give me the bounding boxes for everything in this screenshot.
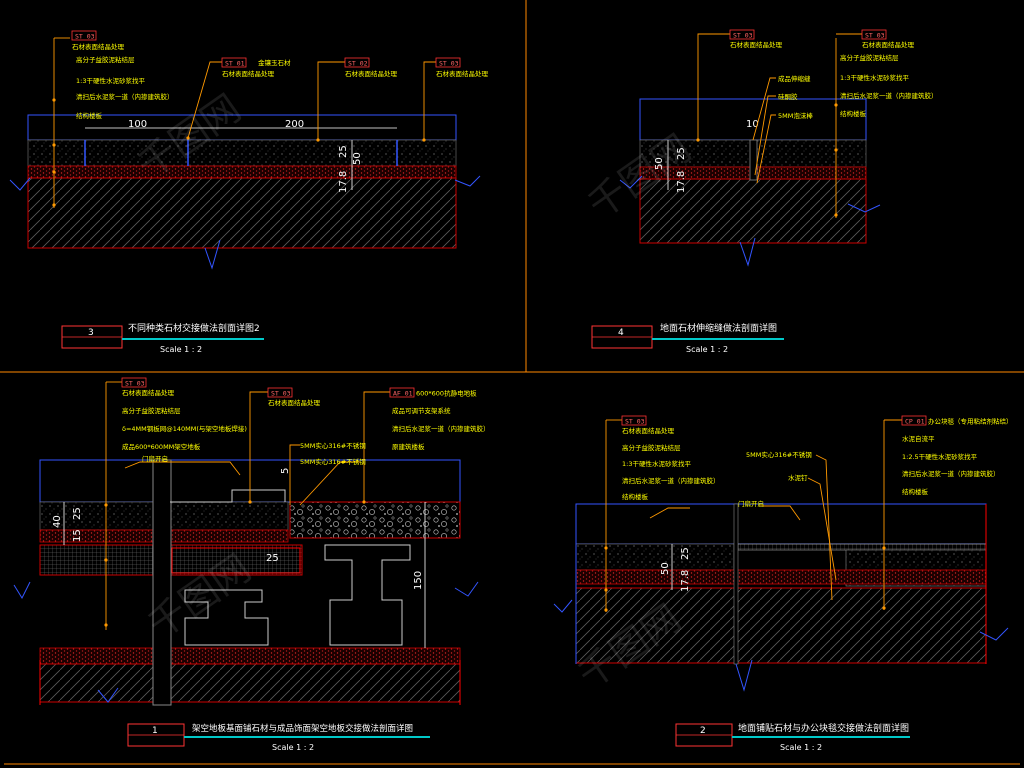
mid-note-2: 硅酮胶 <box>778 92 798 101</box>
tag-st03-a: ST 03 <box>75 33 95 41</box>
dim-10: 10 <box>746 119 759 130</box>
dim-17-8: 17.8 <box>680 570 691 592</box>
detail-title: 架空地板基面铺石材与成品饰面架空地板交接做法剖面详图 <box>192 723 413 734</box>
mid-note-3: 5MM泡沫棒 <box>778 111 813 120</box>
layer-4: 结构楼板 <box>76 111 103 120</box>
detail-number: 4 <box>618 328 624 338</box>
tag-st03-b: ST 03 <box>865 32 885 40</box>
mid-note-1: 5MM实心316#不锈钢 <box>746 450 812 459</box>
tag-st03-b: ST 03 <box>271 390 291 398</box>
side-note: 门扇开启 <box>738 499 764 508</box>
layer-3: 清扫后水泥浆一道（内掺建筑胶） <box>840 91 938 100</box>
detail-scale: Scale 1 : 2 <box>272 743 314 752</box>
tag-note-b: 石材表面结晶处理 <box>268 398 321 407</box>
dim-25: 25 <box>338 145 349 158</box>
tag-note-d: 石材表面结晶处理 <box>436 69 489 78</box>
dim-5: 5 <box>280 468 291 474</box>
layer-left-4: 结构楼板 <box>622 492 649 501</box>
detail-title: 地面铺贴石材与办公块毯交接做法剖面详图 <box>738 722 909 734</box>
layer-right-1: 水泥自流平 <box>902 434 935 443</box>
layer-right-1: 成品可调节支架系统 <box>392 406 451 415</box>
dim-15: 15 <box>72 529 83 542</box>
side-note: 金镶玉石材 <box>258 58 291 67</box>
layer-1: 高分子益胶泥粘结层 <box>840 53 899 62</box>
detail-scale: Scale 1 : 2 <box>160 345 202 354</box>
layer-left-2: δ=4MM钢板网@140MM(与架空地板焊接) <box>122 424 247 433</box>
layer-2: 1:3干硬性水泥砂浆找平 <box>76 76 145 85</box>
tag-note-a: 石材表面结晶处理 <box>622 426 675 435</box>
dim-25-b: 25 <box>266 553 279 564</box>
dim-100: 100 <box>128 119 147 130</box>
dim-25: 25 <box>680 547 691 560</box>
dim-200: 200 <box>285 119 304 130</box>
tag-st03-b: ST 03 <box>439 60 459 68</box>
detail-number: 2 <box>700 726 706 736</box>
dim-40: 40 <box>52 515 63 528</box>
tag-cp01: CP 01 <box>905 418 925 426</box>
detail-3-section: 100 200 25 50 17.8 ST 03 石材表面结晶处理 ST 01 … <box>9 30 489 354</box>
detail-title: 不同种类石材交接做法剖面详图2 <box>128 322 260 334</box>
tag-st03: ST 03 <box>625 418 645 426</box>
tag-note-a: 石材表面结晶处理 <box>730 40 783 49</box>
detail-1-section: 40 25 15 25 5 150 ST 03 石材表面结晶处理 ST 03 石… <box>13 377 490 752</box>
dim-25: 25 <box>676 147 687 160</box>
mid-note-3: 5MM实心316#不锈钢 <box>300 457 366 466</box>
detail-number: 3 <box>88 328 94 338</box>
tag-st03-a: ST 03 <box>733 32 753 40</box>
layer-left-2: 1:3干硬性水泥砂浆找平 <box>622 459 691 468</box>
layer-left-1: 高分子益胶泥粘结层 <box>122 406 181 415</box>
dim-50: 50 <box>660 562 671 575</box>
layer-right-4: 结构楼板 <box>902 487 929 496</box>
dim-50: 50 <box>352 152 363 165</box>
tag-note-a: 石材表面结晶处理 <box>122 388 175 397</box>
tag-st01: ST 01 <box>225 60 245 68</box>
tag-note-b: 石材表面结晶处理 <box>222 69 275 78</box>
dim-17-8: 17.8 <box>676 171 687 193</box>
layer-2: 1:3干硬性水泥砂浆找平 <box>840 73 909 82</box>
layer-right-3: 原建筑楼板 <box>392 442 425 451</box>
detail-number: 1 <box>152 726 158 736</box>
layer-4: 结构楼板 <box>840 109 867 118</box>
layer-left-3: 清扫后水泥浆一道（内掺建筑胶） <box>622 476 720 485</box>
tag-af01: AF 01 <box>393 390 413 398</box>
dim-150: 150 <box>413 571 424 590</box>
tag-st02: ST 02 <box>348 60 368 68</box>
layer-right-3: 清扫后水泥浆一道（内掺建筑胶） <box>902 469 1000 478</box>
tag-note-a: 石材表面结晶处理 <box>72 42 125 51</box>
mid-note-1: 成品伸缩缝 <box>778 74 811 83</box>
tag-note-c: 600*600抗静电地板 <box>416 389 477 398</box>
detail-scale: Scale 1 : 2 <box>686 345 728 354</box>
dim-17-8: 17.8 <box>338 171 349 193</box>
slab-layer <box>27 177 457 249</box>
layer-left-3: 成品600*600MM架空地板 <box>122 442 201 451</box>
tag-note-c: 石材表面结晶处理 <box>345 69 398 78</box>
stone-layer <box>27 139 457 167</box>
detail-title: 地面石材伸缩缝做法剖面详图 <box>660 322 777 334</box>
detail-scale: Scale 1 : 2 <box>780 743 822 752</box>
mortar-layer <box>27 165 457 179</box>
mid-note-2: 5MM实心316#不锈钢 <box>300 441 366 450</box>
detail-2-section: 25 50 17.8 ST 03 石材表面结晶处理 CP 01 办公块毯（专用粘… <box>553 415 1013 752</box>
layer-left-1: 高分子益胶泥粘结层 <box>622 443 681 452</box>
tag-note-b: 办公块毯（专用粘结剂粘结） <box>928 417 1013 426</box>
mid-note-1: 门扇开启 <box>142 454 168 463</box>
mid-note-2: 水泥钉 <box>788 473 808 482</box>
dim-50: 50 <box>654 157 665 170</box>
tag-note-b: 石材表面结晶处理 <box>862 40 915 49</box>
layer-1: 高分子益胶泥粘结层 <box>76 55 135 64</box>
layer-right-2: 清扫后水泥浆一道（内掺建筑胶） <box>392 424 490 433</box>
dim-25-a: 25 <box>72 507 83 520</box>
detail-4-section: 10 50 25 17.8 ST 03 石材表面结晶处理 ST 03 石材表面结… <box>591 29 938 354</box>
layer-3: 清扫后水泥浆一道（内掺建筑胶） <box>76 92 174 101</box>
layer-right-2: 1:2.5干硬性水泥砂浆找平 <box>902 452 978 461</box>
tag-st03-a: ST 03 <box>125 380 145 388</box>
